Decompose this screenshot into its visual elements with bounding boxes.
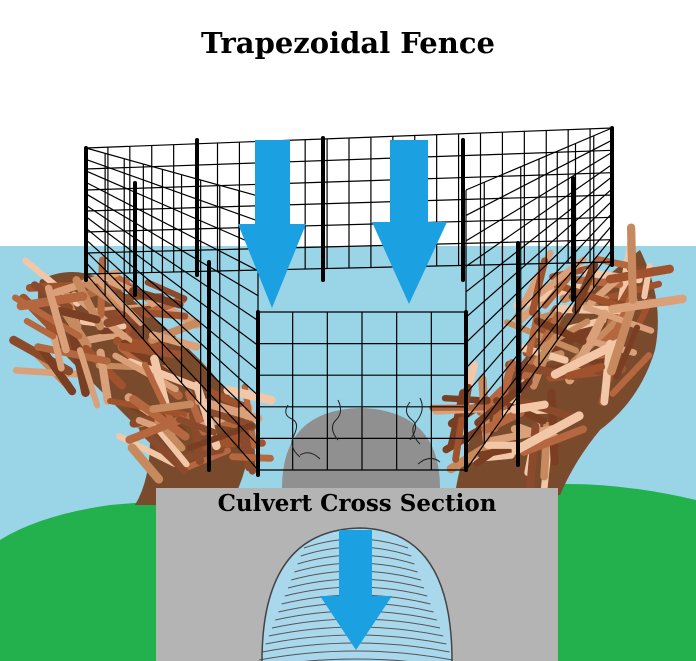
culvert-opening-top — [282, 408, 440, 488]
flow-arrow-left — [238, 140, 306, 308]
culvert-cross-section-label: Culvert Cross Section — [217, 490, 497, 517]
fence-posts — [84, 126, 614, 477]
fence-wire-ties — [285, 397, 441, 465]
diagram-title: Trapezoidal Fence — [201, 26, 495, 60]
grass-bank-left — [0, 500, 170, 661]
flow-arrow-culvert — [320, 530, 392, 650]
flow-arrow-right — [372, 140, 447, 304]
debris-mound-left — [9, 256, 276, 505]
grass-bank-right — [540, 484, 696, 661]
debris-mound-right — [429, 223, 687, 497]
